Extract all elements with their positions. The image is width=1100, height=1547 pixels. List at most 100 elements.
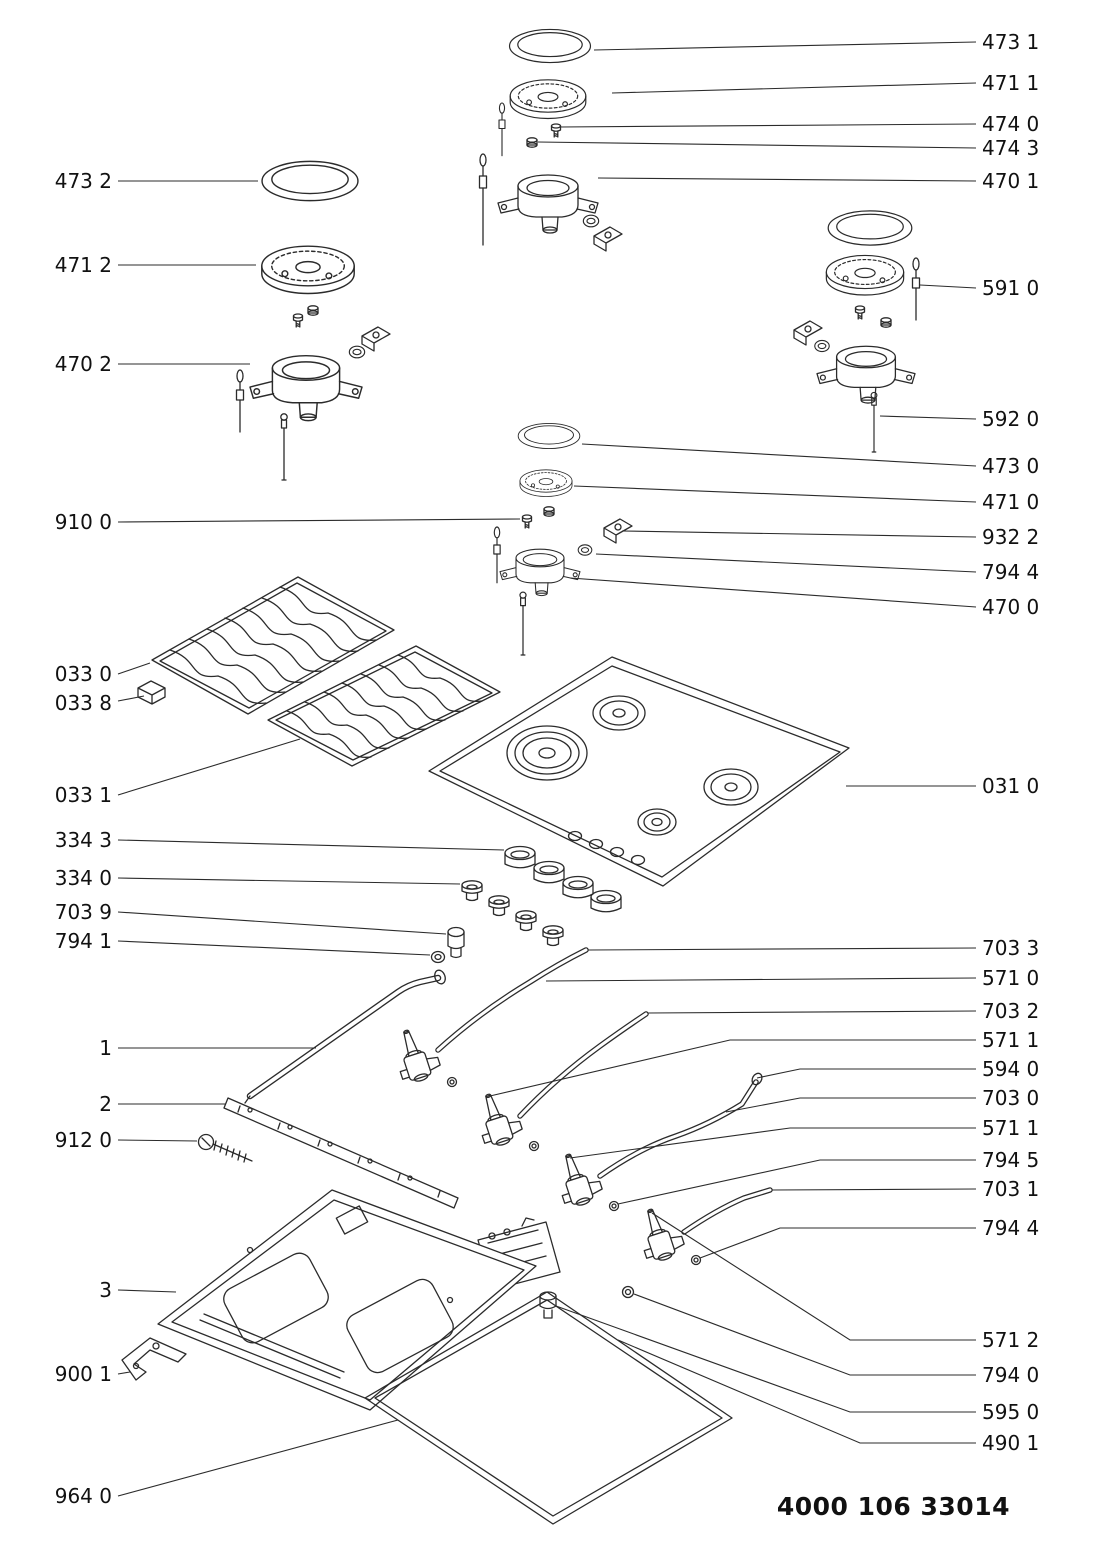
leader-line-33 xyxy=(117,738,301,796)
part-label-23-571-2: 571 2 xyxy=(982,1328,1040,1352)
part-label-29-470-2: 470 2 xyxy=(54,352,112,376)
leader-line-13 xyxy=(587,947,977,951)
leader-line-24 xyxy=(633,1293,976,1376)
leader-line-0 xyxy=(593,41,977,51)
part-label-38-1: 1 xyxy=(99,1036,112,1060)
part-label-21-703-1: 703 1 xyxy=(982,1177,1040,1201)
leader-line-7 xyxy=(581,443,977,467)
hob-burner-opening-top xyxy=(592,695,646,731)
leader-line-25 xyxy=(555,1305,976,1413)
part-label-33-033-1: 033 1 xyxy=(54,783,112,807)
part-label-12-031-0: 031 0 xyxy=(982,774,1040,798)
ignition-electrode xyxy=(478,153,488,246)
part-label-36-703-9: 703 9 xyxy=(54,900,112,924)
part-label-37-794-1: 794 1 xyxy=(54,929,112,953)
part-label-20-794-5: 794 5 xyxy=(982,1148,1040,1172)
part-label-13-703-3: 703 3 xyxy=(982,936,1040,960)
part-label-31-033-0: 033 0 xyxy=(54,662,112,686)
part-label-19-571-1: 571 1 xyxy=(982,1116,1040,1140)
burner-feed-pipes xyxy=(435,947,773,1235)
leader-line-43 xyxy=(117,1419,399,1497)
leader-line-15 xyxy=(647,1010,977,1014)
bottom-pan xyxy=(157,1189,537,1411)
part-label-15-703-2: 703 2 xyxy=(982,999,1040,1023)
valve-orings xyxy=(446,1076,702,1299)
leader-line-14 xyxy=(545,977,977,982)
part-label-2-474-0: 474 0 xyxy=(982,112,1040,136)
leader-line-4 xyxy=(597,177,977,182)
hob-knob-holes xyxy=(567,830,646,866)
part-label-7-473-0: 473 0 xyxy=(982,454,1040,478)
leader-line-16 xyxy=(489,1039,976,1097)
part-label-22-794-4: 794 4 xyxy=(982,1216,1040,1240)
leader-line-26 xyxy=(617,1339,976,1444)
leader-line-41 xyxy=(117,1289,177,1293)
part-label-9-932-2: 932 2 xyxy=(982,525,1040,549)
leader-line-40 xyxy=(117,1139,198,1142)
leader-lines xyxy=(117,41,977,1497)
leader-line-36 xyxy=(117,911,447,935)
part-label-17-594-0: 594 0 xyxy=(982,1057,1040,1081)
gas-manifold-pipe xyxy=(244,969,446,1104)
leader-line-17 xyxy=(756,1068,976,1079)
leader-line-30 xyxy=(117,518,521,523)
burner-assembly-right xyxy=(793,210,921,453)
burner-assembly-top xyxy=(478,28,623,252)
injector-fitting xyxy=(447,926,465,959)
leader-line-23 xyxy=(651,1212,976,1341)
leader-line-2 xyxy=(559,123,977,128)
part-label-28-471-2: 471 2 xyxy=(54,253,112,277)
part-label-18-703-0: 703 0 xyxy=(982,1086,1040,1110)
fixing-bracket xyxy=(121,1337,187,1381)
leader-line-37 xyxy=(117,940,431,956)
part-label-30-910-0: 910 0 xyxy=(54,510,112,534)
leader-line-1 xyxy=(611,82,977,94)
leader-line-19 xyxy=(569,1127,976,1159)
document-number: 4000 106 33014 xyxy=(776,1492,1010,1521)
knob-bezels xyxy=(461,880,564,947)
part-label-27-473-2: 473 2 xyxy=(54,169,112,193)
leader-line-6 xyxy=(879,415,977,420)
part-label-4-470-1: 470 1 xyxy=(982,169,1040,193)
leader-line-18 xyxy=(725,1097,976,1113)
fixing-screw xyxy=(197,1133,253,1163)
part-label-3-474-3: 474 3 xyxy=(982,136,1040,160)
hob-top-panel xyxy=(428,656,850,887)
grate-clip xyxy=(137,680,166,705)
burner-assembly-middle xyxy=(493,422,633,656)
leader-line-9 xyxy=(621,530,977,538)
washer xyxy=(430,950,446,964)
hob-burner-opening-small xyxy=(637,808,677,836)
part-label-6-592-0: 592 0 xyxy=(982,407,1040,431)
part-label-25-595-0: 595 0 xyxy=(982,1400,1040,1424)
pan-support-grate-top xyxy=(151,576,395,715)
pan-support-grate-bottom xyxy=(267,645,501,767)
leader-line-34 xyxy=(117,839,505,851)
leader-line-20 xyxy=(617,1159,976,1205)
part-label-40-912-0: 912 0 xyxy=(54,1128,112,1152)
leader-line-21 xyxy=(771,1188,977,1191)
mounting-rail xyxy=(223,1097,459,1209)
burner-assembly-left xyxy=(235,160,391,481)
leader-line-3 xyxy=(537,141,977,149)
leader-line-5 xyxy=(919,284,977,289)
leader-line-8 xyxy=(573,485,977,503)
part-label-14-571-0: 571 0 xyxy=(982,966,1040,990)
leader-line-11 xyxy=(569,577,977,608)
part-label-41-3: 3 xyxy=(99,1278,112,1302)
leader-line-10 xyxy=(595,553,977,573)
part-label-0-473-1: 473 1 xyxy=(982,30,1040,54)
leader-line-35 xyxy=(117,877,461,885)
hob-burner-opening-right xyxy=(703,768,759,806)
leader-line-22 xyxy=(699,1227,976,1259)
part-label-10-794-4: 794 4 xyxy=(982,560,1040,584)
glass-panel xyxy=(364,1291,733,1525)
part-label-32-033-8: 033 8 xyxy=(54,691,112,715)
leader-line-32 xyxy=(117,695,145,702)
part-label-26-490-1: 490 1 xyxy=(982,1431,1040,1455)
part-label-11-470-0: 470 0 xyxy=(982,595,1040,619)
hob-burner-opening-large xyxy=(506,725,588,781)
part-label-43-964-0: 964 0 xyxy=(54,1484,112,1508)
